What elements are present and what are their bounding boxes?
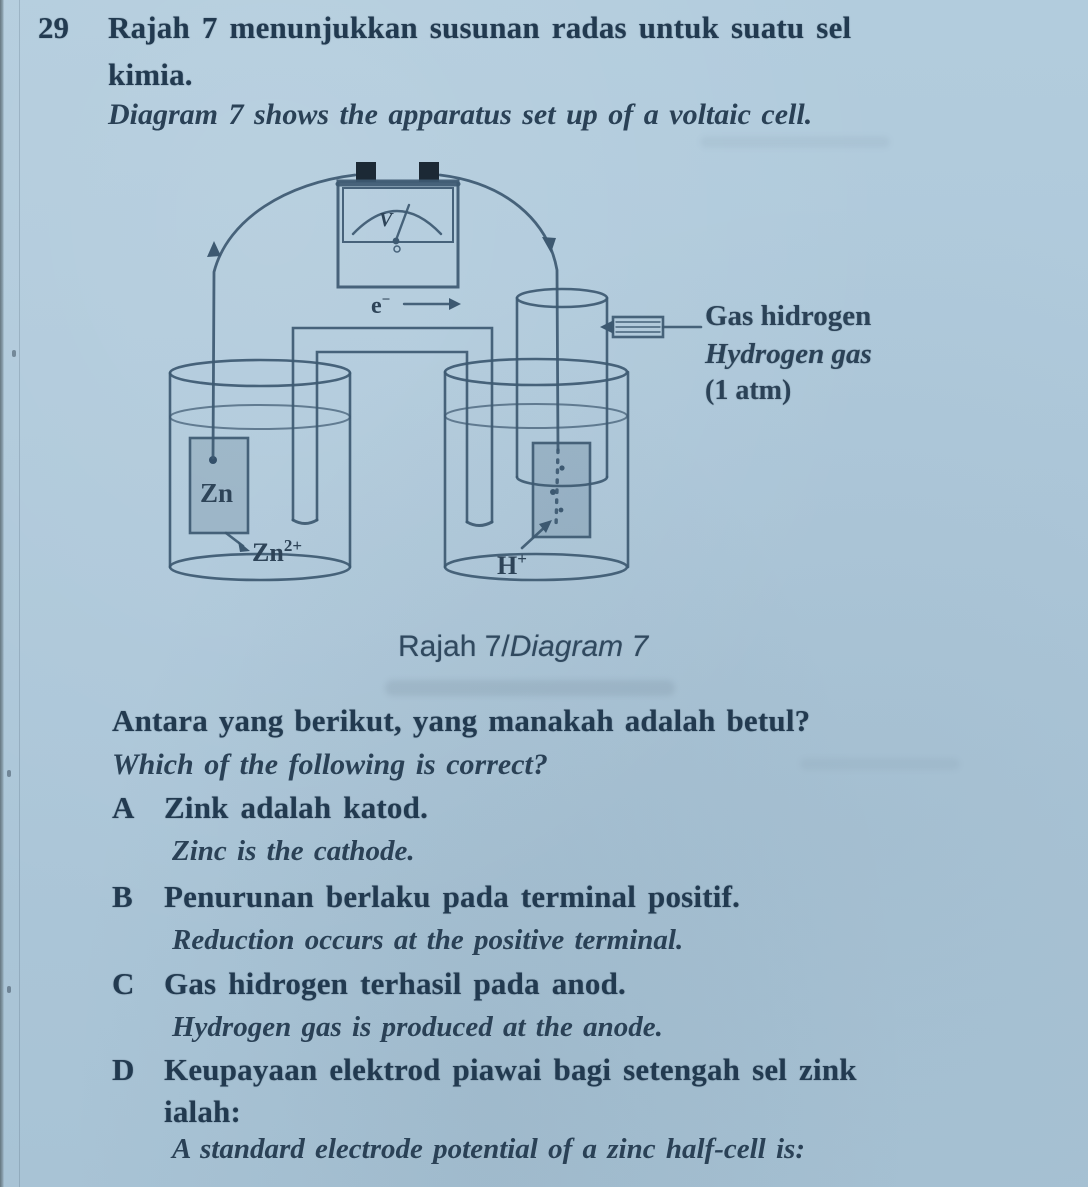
- ink-bleed-smudge: [800, 758, 960, 770]
- scan-edge-shadow: [0, 0, 4, 1187]
- caption-en: Diagram 7: [509, 630, 649, 663]
- option-d-text-en: A standard electrode potential of a zinc…: [172, 1133, 805, 1165]
- option-d-letter: D: [112, 1052, 135, 1087]
- option-b-text-en: Reduction occurs at the positive termina…: [172, 924, 684, 956]
- gas-inlet: [600, 315, 703, 339]
- electron-arrow-down: [542, 237, 556, 253]
- scan-speck: [12, 350, 16, 357]
- gas-label-en: Hydrogen gas: [705, 338, 872, 370]
- gas-label-ms: Gas hidrogen: [705, 300, 872, 332]
- salt-bridge: [291, 326, 494, 527]
- option-b-letter: B: [112, 879, 133, 914]
- voltmeter-needle: [394, 203, 411, 242]
- voltmeter-dial-arc: [351, 209, 443, 236]
- right-wire: [438, 173, 560, 452]
- option-c-text-en: Hydrogen gas is produced at the anode.: [172, 1011, 663, 1043]
- electron-arrow-up: [207, 241, 221, 257]
- option-b-text-ms: Penurunan berlaku pada terminal positif.: [164, 879, 741, 914]
- left-beaker: [168, 358, 352, 582]
- stem-line-ms-1: Rajah 7 menunjukkan susunan radas untuk …: [108, 10, 852, 45]
- option-c-text-ms: Gas hidrogen terhasil pada anod.: [164, 966, 626, 1001]
- right-liquid-level: [444, 403, 628, 429]
- ink-bleed-smudge: [385, 680, 675, 696]
- caption-ms: Rajah 7/: [398, 630, 510, 663]
- stem-line-ms-2: kimia.: [108, 57, 193, 92]
- scan-speck: [7, 770, 11, 777]
- zinc-electrode-label: Zn: [200, 478, 233, 508]
- option-a-letter: A: [112, 790, 135, 825]
- hydrogen-electrode: [520, 441, 592, 550]
- left-liquid-level: [169, 404, 351, 430]
- option-c-letter: C: [112, 966, 135, 1001]
- voltaic-cell-diagram: V e− Zn Zn2+ H+: [168, 162, 703, 582]
- option-d-text-ms-line1: Keupayaan elektrod piawai bagi setengah …: [164, 1052, 857, 1087]
- option-a-text-en: Zinc is the cathode.: [172, 835, 415, 867]
- electron-symbol: e−: [371, 292, 390, 319]
- gas-bubbles: [554, 448, 560, 530]
- voltmeter-dial-letter: V: [379, 209, 394, 231]
- question-number: 29: [38, 10, 69, 45]
- question-text-ms: Antara yang berikut, yang manakah adalah…: [112, 703, 811, 738]
- option-d-text-ms-line2: ialah:: [164, 1094, 241, 1129]
- hydrogen-ion-label: H+: [497, 549, 527, 580]
- hydrogen-ion-arrow: [520, 524, 548, 550]
- option-a-text-ms: Zink adalah katod.: [164, 790, 429, 825]
- zinc-electrode: [188, 436, 250, 552]
- zinc-ion-label: Zn2+: [252, 536, 302, 567]
- voltmeter-terminal-right: [419, 162, 439, 182]
- scan-fold-line: [19, 0, 20, 1187]
- voltmeter-terminal-left: [356, 162, 376, 182]
- ink-bleed-smudge: [700, 136, 890, 148]
- diagram-caption: Rajah 7/Diagram 7: [398, 630, 648, 664]
- voltmeter: [335, 162, 461, 289]
- gas-pressure-label: (1 atm): [705, 375, 792, 406]
- circuit-wires: [207, 173, 560, 460]
- scan-speck: [7, 986, 11, 993]
- right-beaker: [443, 357, 630, 582]
- left-wire: [211, 173, 357, 460]
- question-text-en: Which of the following is correct?: [112, 748, 548, 781]
- stem-line-en: Diagram 7 shows the apparatus set up of …: [108, 98, 813, 131]
- electron-flow: [402, 298, 461, 310]
